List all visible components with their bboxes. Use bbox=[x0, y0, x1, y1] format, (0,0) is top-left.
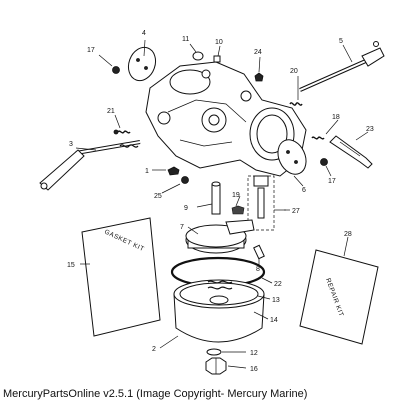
label-1: 1 bbox=[145, 168, 149, 175]
label-7: 7 bbox=[180, 224, 184, 231]
label-22: 22 bbox=[274, 281, 282, 288]
leader-lines bbox=[75, 39, 369, 369]
label-4: 4 bbox=[142, 30, 146, 37]
choke-plate bbox=[127, 46, 157, 82]
label-23: 23 bbox=[366, 126, 374, 133]
label-18: 18 bbox=[332, 114, 340, 121]
label-19: 19 bbox=[232, 192, 240, 199]
label-28: 28 bbox=[344, 231, 352, 238]
bowl-nut bbox=[205, 357, 227, 375]
gasket-kit: GASKET KIT bbox=[81, 217, 161, 337]
label-3: 3 bbox=[69, 141, 73, 148]
label-21: 21 bbox=[107, 108, 115, 115]
label-9: 9 bbox=[184, 205, 188, 212]
float bbox=[185, 219, 255, 254]
label-25: 25 bbox=[154, 193, 162, 200]
label-12: 12 bbox=[250, 350, 258, 357]
label-14: 14 bbox=[270, 317, 278, 324]
repair-kit: REPAIR KIT bbox=[299, 249, 379, 345]
label-2: 2 bbox=[152, 346, 156, 353]
part-labels: 4 11 10 24 5 17 20 21 18 23 3 1 17 6 25 … bbox=[67, 30, 374, 373]
label-17-left: 17 bbox=[87, 47, 95, 54]
label-10: 10 bbox=[215, 39, 223, 46]
bowl-washer bbox=[206, 348, 222, 356]
screws-and-springs bbox=[112, 55, 373, 260]
image-caption: MercuryPartsOnline v2.5.1 (Image Copyrig… bbox=[3, 388, 308, 400]
label-27: 27 bbox=[292, 208, 300, 215]
welch-plug bbox=[192, 51, 204, 61]
throttle-plate bbox=[277, 139, 307, 175]
label-13: 13 bbox=[272, 297, 280, 304]
label-5: 5 bbox=[339, 38, 343, 45]
label-6: 6 bbox=[302, 187, 306, 194]
throttle-shaft bbox=[39, 140, 141, 191]
needle-and-seat bbox=[247, 175, 286, 231]
label-11: 11 bbox=[182, 36, 189, 43]
label-8: 8 bbox=[256, 266, 260, 273]
label-24: 24 bbox=[254, 49, 262, 56]
choke-shaft bbox=[299, 41, 385, 92]
float-bowl bbox=[173, 279, 265, 343]
label-16: 16 bbox=[250, 366, 258, 373]
label-15: 15 bbox=[67, 262, 75, 269]
label-20: 20 bbox=[290, 68, 298, 75]
label-17-right: 17 bbox=[328, 178, 336, 185]
